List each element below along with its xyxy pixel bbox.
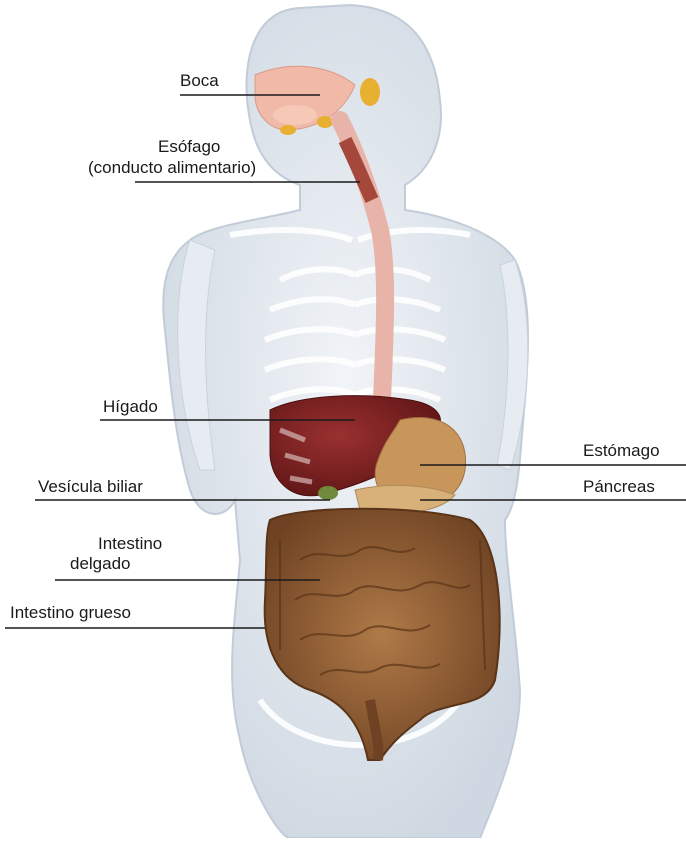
label-higado: Hígado [103,397,158,417]
label-estomago: Estómago [583,441,660,461]
label-intestino-delgado: Intestino [98,534,162,554]
label-boca: Boca [180,71,219,91]
label-pancreas: Páncreas [583,477,655,497]
label-esofago-sub: (conducto alimentario) [88,158,256,178]
label-intestino-delgado-sub: delgado [70,554,131,574]
label-vesicula: Vesícula biliar [38,477,143,497]
gallbladder [318,486,338,500]
label-esofago: Esófago [158,137,220,157]
label-intestino-grueso: Intestino grueso [10,603,131,623]
